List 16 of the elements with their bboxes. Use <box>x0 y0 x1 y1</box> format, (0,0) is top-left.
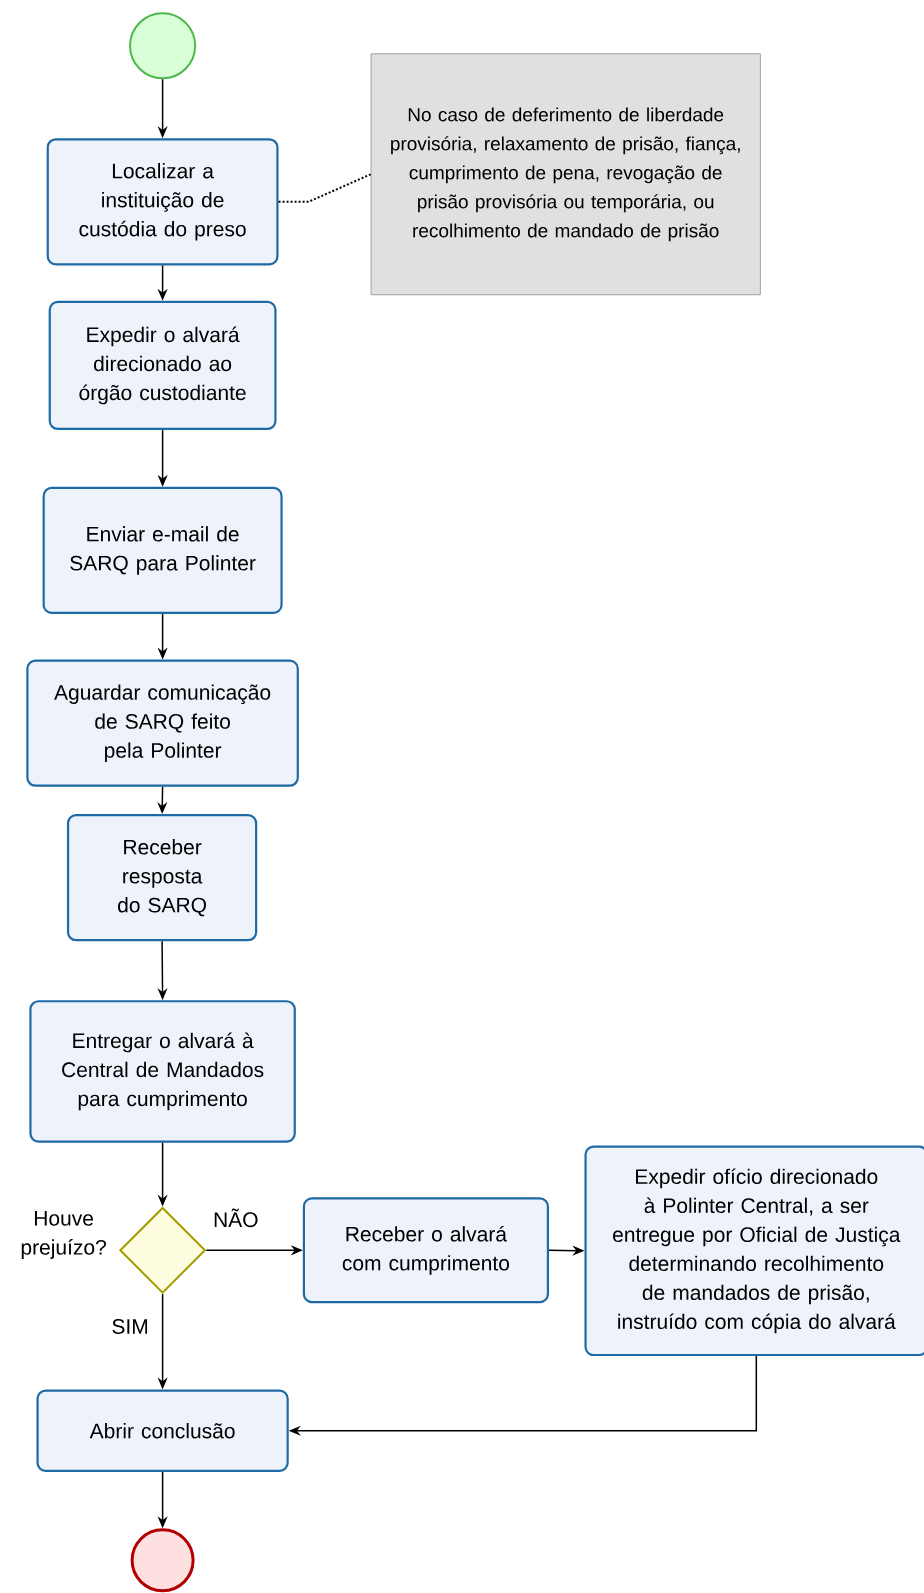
process-box: Entregar o alvará à Central de Mandados para cumprimento <box>29 1000 296 1143</box>
process-box: Enviar e-mail de SARQ para Polinter <box>42 486 283 614</box>
process-box: Localizar a instituição de custódia do preso <box>46 138 279 266</box>
process-box: Expedir o alvará direcionado ao órgão custodiante <box>48 300 277 431</box>
process-box: Expedir ofício direcionado à Polinter Central, a ser entregue por Oficial de Justiça determinando recolhimento de mandados de prisão, instruído com cópia do alvará <box>584 1145 924 1357</box>
edge-label: NÃO <box>212 1207 260 1229</box>
start-event-circle <box>129 12 197 80</box>
process-box: Receber resposta do SARQ <box>66 814 258 942</box>
process-box: Aguardar comunicação de SARQ feito pela Polinter <box>26 659 299 787</box>
process-box: Receber o alvará com cumprimento <box>302 1197 549 1304</box>
edge-label: SIM <box>110 1318 150 1335</box>
end-event-circle <box>130 1528 195 1593</box>
decision-label: Houve prejuízo? <box>21 1211 106 1259</box>
association-line <box>277 173 372 203</box>
process-box: Abrir conclusão <box>36 1389 289 1472</box>
annotation-box: No caso de deferimento de liberdade provisória, relaxamento de prisão, fiança, cumprimento de pena, revogação de prisão provisória ou temporária, ou recolhimento de mandado de prisão <box>370 53 761 296</box>
